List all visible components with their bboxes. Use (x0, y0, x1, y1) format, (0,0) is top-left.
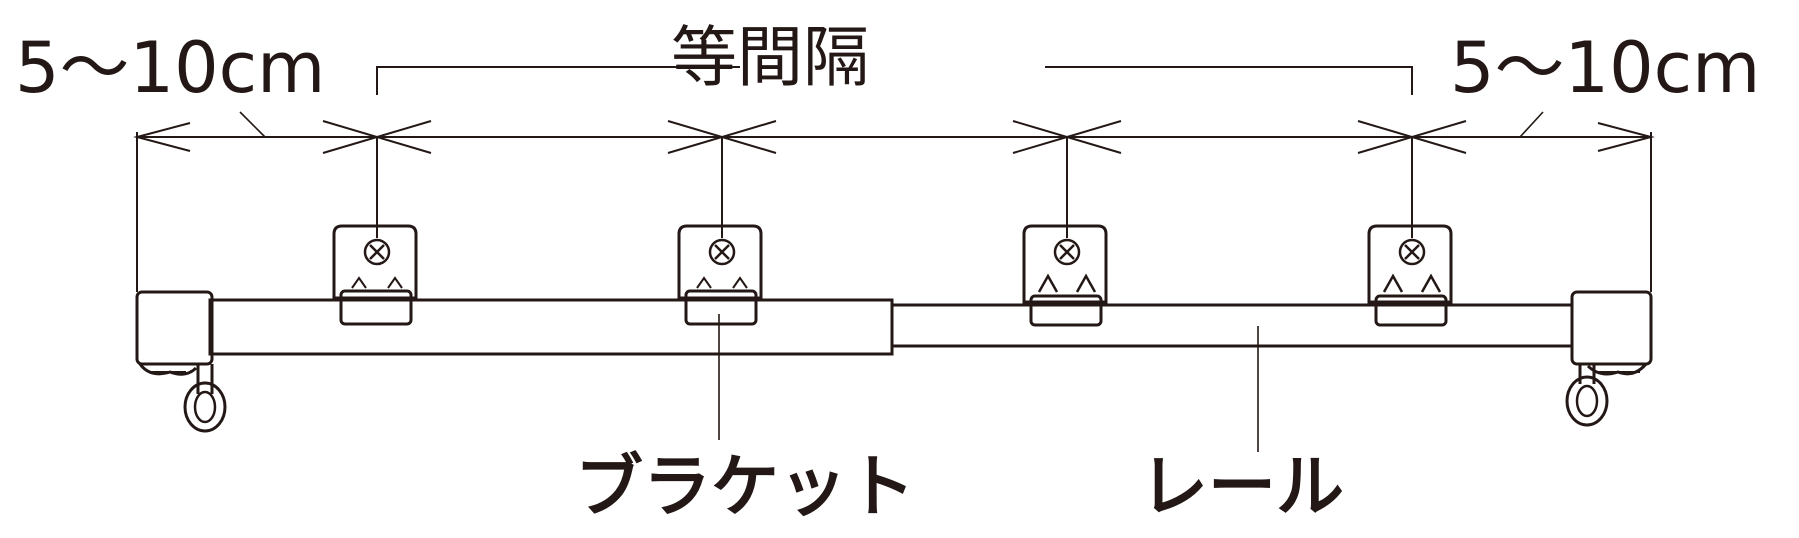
rail-section-left (208, 298, 894, 356)
bracket-label: ブラケット (575, 448, 915, 527)
left-offset-leader (239, 111, 266, 138)
bracket-4 (1367, 137, 1453, 327)
bracket-3 (1022, 137, 1108, 327)
screw-icon (1053, 238, 1081, 266)
right-offset-label: 5〜10cm (1450, 27, 1760, 109)
dimension-line (136, 111, 1652, 292)
runner-ring (183, 381, 227, 433)
equal-spacing-label: 等間隔 (671, 19, 869, 96)
end-cap-right (1565, 290, 1653, 427)
runner-ring (1565, 375, 1609, 427)
right-offset-leader (1519, 111, 1544, 138)
bracket-2 (677, 137, 763, 326)
left-end-arrow (133, 122, 191, 152)
rail-label: レール (1140, 448, 1344, 527)
screw-icon (708, 238, 736, 266)
equal-spacing-indicator (376, 66, 1413, 95)
rail-section-right (890, 303, 1574, 348)
end-arrows (133, 122, 1655, 152)
right-end-arrow (1597, 122, 1655, 152)
end-cap-left (135, 290, 227, 433)
left-offset-label: 5〜10cm (15, 27, 325, 109)
rail (208, 298, 1574, 356)
bracket-1 (332, 137, 418, 326)
screw-icon (1398, 238, 1426, 266)
screw-icon (363, 238, 391, 266)
